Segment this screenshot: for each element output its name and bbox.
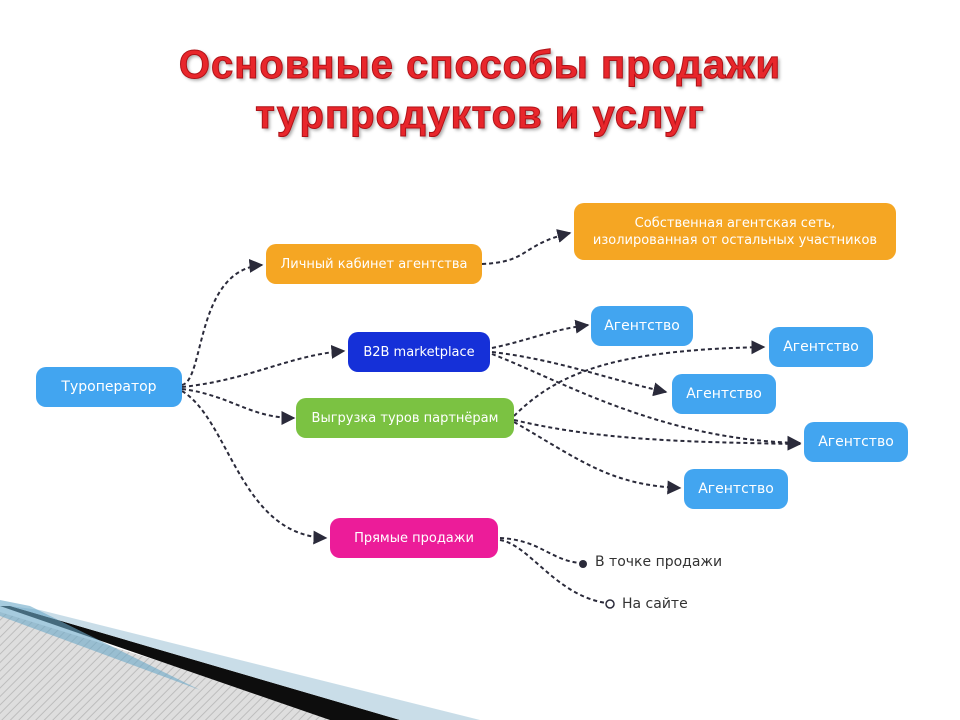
own-network-line-1: Собственная агентская сеть, — [634, 215, 836, 231]
link-b2b-agency4 — [491, 353, 802, 450]
light-blue-stripe — [10, 606, 480, 720]
black-stripe — [0, 606, 400, 720]
node-direct-sales: Прямые продажи — [330, 518, 498, 558]
link-export-agency5 — [513, 421, 682, 495]
link-b2b-agency3 — [491, 351, 668, 397]
link-export-agency2 — [513, 340, 766, 417]
node-b2b-marketplace: B2B marketplace — [348, 332, 490, 372]
leaf-point-of-sale: В точке продажи — [595, 554, 723, 570]
node-agency-2: Агентство — [769, 327, 873, 367]
link-operator-direct — [181, 390, 328, 545]
link-operator-b2b — [181, 344, 346, 388]
blue-stripe — [0, 600, 200, 690]
point-of-sale-bullet — [579, 560, 587, 568]
page-title: Основные способы продажи турпродуктов и … — [0, 40, 960, 140]
node-tour-operator: Туроператор — [36, 367, 182, 407]
leaf-website: На сайте — [622, 596, 688, 612]
node-agency-1: Агентство — [591, 306, 693, 346]
title-line-1: Основные способы продажи — [178, 43, 782, 88]
node-agency-4: Агентство — [804, 422, 908, 462]
node-own-network: Собственная агентская сеть, изолированна… — [574, 203, 896, 260]
link-direct-site — [499, 539, 607, 604]
website-bullet — [605, 599, 615, 609]
node-agency-3: Агентство — [672, 374, 776, 414]
own-network-line-2: изолированная от остальных участников — [592, 232, 878, 248]
link-b2b-agency1 — [491, 319, 590, 349]
link-direct-pos — [499, 537, 581, 564]
node-export-tours: Выгрузка туров партнёрам — [296, 398, 514, 438]
link-operator-cabinet — [181, 258, 264, 386]
link-cabinet-network — [481, 229, 572, 265]
title-line-2: турпродуктов и услуг — [255, 93, 705, 138]
link-operator-export — [181, 388, 296, 425]
node-personal-cabinet: Личный кабинет агентства — [266, 244, 482, 284]
node-agency-5: Агентство — [684, 469, 788, 509]
